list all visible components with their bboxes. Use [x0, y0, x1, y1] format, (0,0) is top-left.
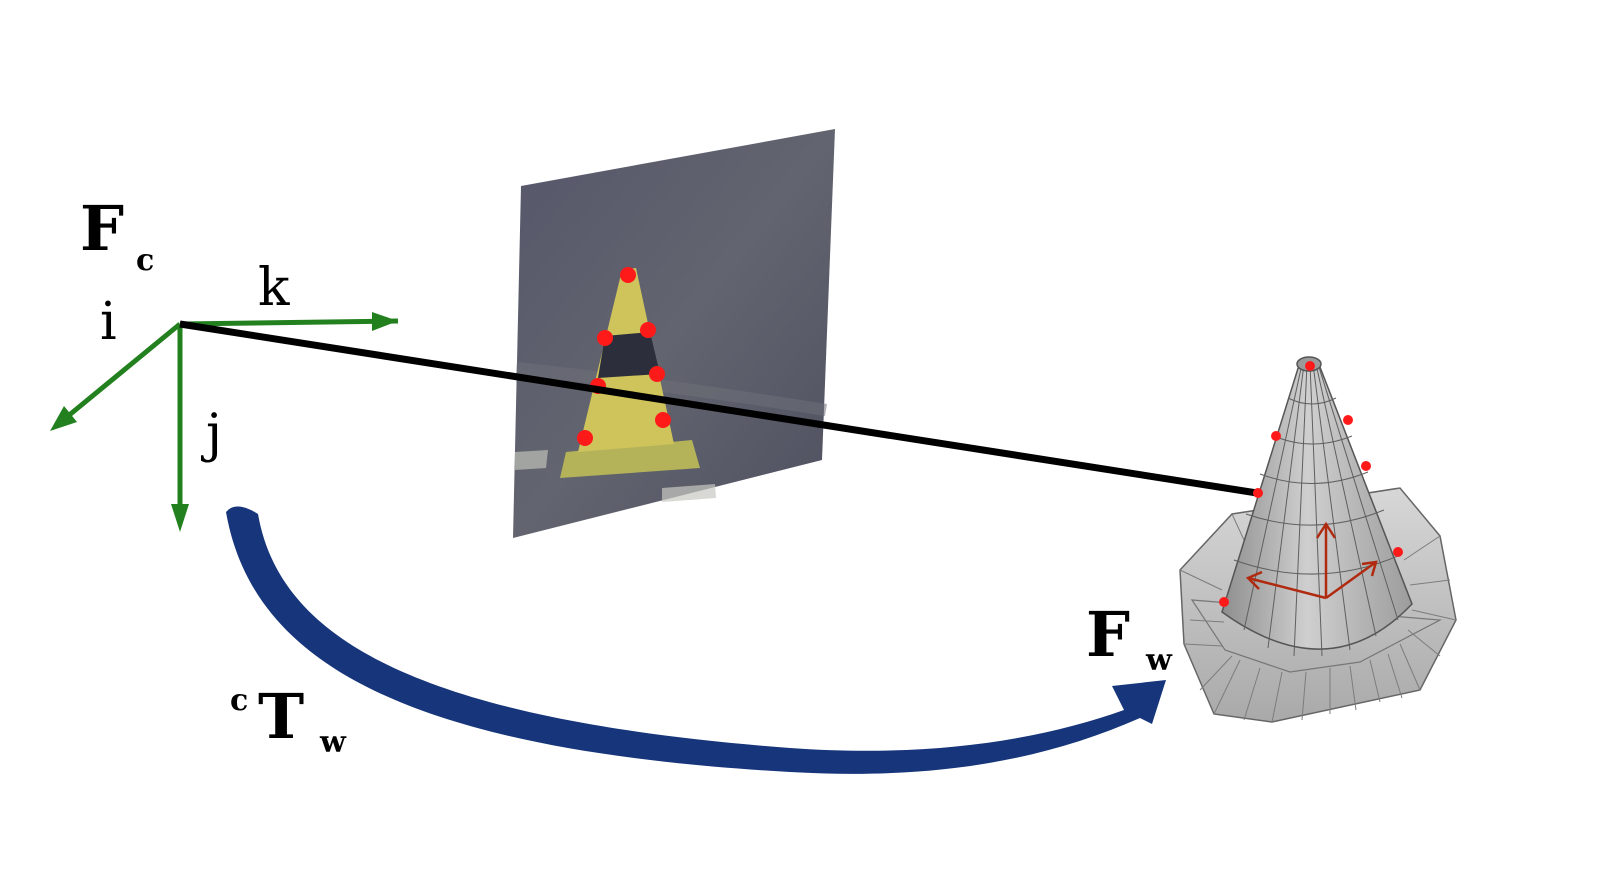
k-axis [179, 318, 399, 327]
i-axis-label: i [100, 292, 117, 352]
keypoint [640, 322, 656, 338]
model-keypoints [1219, 361, 1403, 607]
keypoint [1253, 488, 1263, 498]
j-axis-label: j [206, 404, 223, 464]
keypoint [1271, 431, 1281, 441]
keypoint [1219, 597, 1229, 607]
world-frame-label: F [1086, 604, 1130, 666]
camera-frame-symbol: F [80, 192, 125, 265]
k-axis-arrowhead [372, 312, 398, 331]
road-mark [515, 450, 548, 470]
keypoint [1305, 361, 1315, 371]
keypoint [577, 430, 593, 446]
photo-cone-band [598, 332, 660, 378]
camera-frame-subscript: c [136, 243, 155, 278]
keypoint [597, 330, 613, 346]
camera-axes-icon [50, 312, 399, 532]
transform-subscript: w [320, 725, 346, 760]
cone-body [1221, 361, 1413, 650]
keypoint [1343, 415, 1353, 425]
photo-cone [560, 268, 700, 478]
keypoint [1361, 461, 1371, 471]
image-keypoints [577, 267, 671, 446]
camera-frame-label: F [80, 198, 124, 260]
keypoint [655, 412, 671, 428]
transform-arrow-icon [226, 506, 1166, 774]
keypoint [620, 267, 636, 283]
keypoint [1393, 547, 1403, 557]
k-axis-label: k [258, 258, 290, 318]
cone-axes-icon [1245, 521, 1378, 600]
cone-base-mesh [1179, 513, 1457, 723]
traffic-cone-model [1179, 356, 1457, 723]
j-axis-arrowhead [171, 504, 189, 532]
projection-ray [179, 320, 1258, 497]
world-frame-subscript: w [1146, 643, 1172, 678]
i-axis-arrowhead [50, 406, 77, 431]
image-plane [513, 129, 835, 538]
keypoint [649, 366, 665, 382]
road-stripe [516, 362, 827, 416]
transform-superscript: c [230, 683, 249, 718]
cone-body-mesh [1233, 363, 1399, 657]
i-axis [60, 322, 182, 423]
world-frame-symbol: F [1086, 598, 1131, 671]
transform-symbol: T [258, 680, 305, 753]
road-mark-2 [662, 484, 716, 502]
